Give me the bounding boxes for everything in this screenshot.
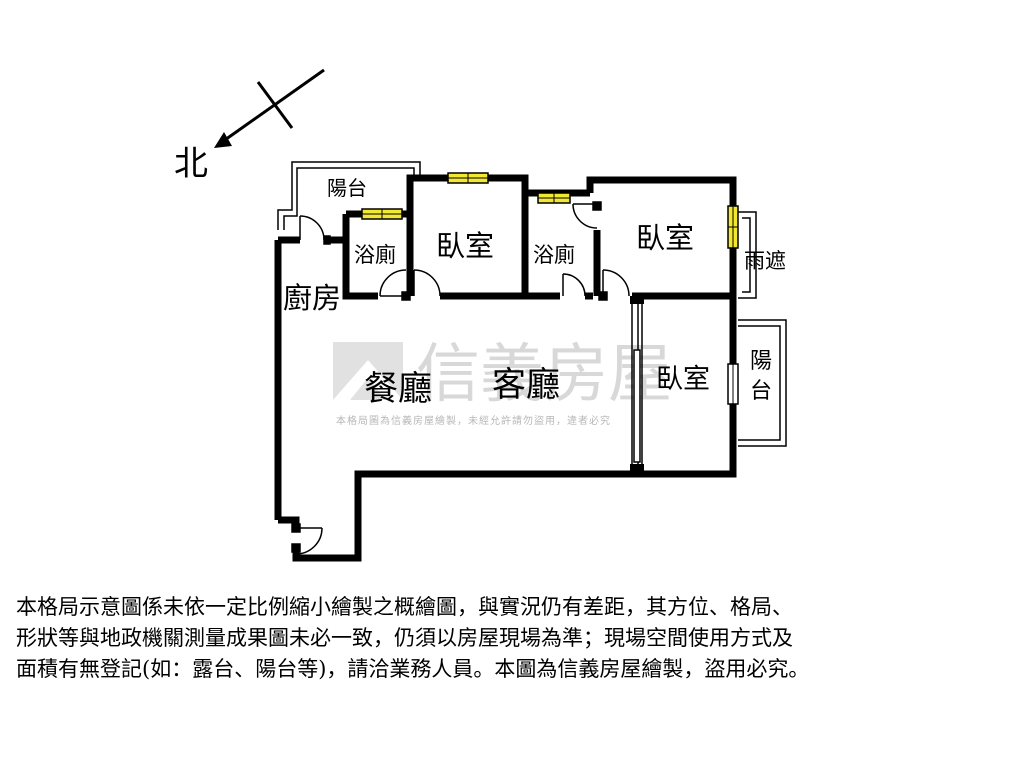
door-bath-left [379,269,411,301]
door-bath-right-inner [572,201,602,229]
window-bedroom3 [727,363,739,405]
north-arrow-head-icon [214,132,232,148]
door-kitchen-balcony [299,215,331,245]
north-label: 北 [174,144,208,184]
label-kitchen: 廚房 [283,281,341,315]
room-labels: 陽台 浴廁 臥室 浴廁 臥室 雨遮 廚房 餐廳 客廳 臥室 陽 台 [283,176,786,409]
label-living: 客廳 [492,365,560,405]
wall-outer-south-east [292,176,737,562]
label-balcony-right: 陽 台 [750,349,779,404]
brand-logo-icon [333,342,403,400]
compass-cross-icon [256,81,294,129]
label-bedroom-1: 臥室 [436,229,494,263]
label-bath-right: 浴廁 [533,243,575,267]
window-bath-left [361,208,403,220]
compass: 北 [174,68,325,184]
wall-bedroom1-east [521,193,560,300]
sliding-partition [630,296,644,474]
label-bedroom-2: 臥室 [636,221,694,255]
door-bedroom1 [413,269,441,297]
rain-shelter-outline [738,211,757,299]
label-rain-shelter: 雨遮 [744,249,786,273]
balcony-right-outline [738,319,787,447]
balcony-top-inner-outline [283,167,415,230]
windows [361,172,739,405]
walls [274,174,737,562]
door-bedroom2 [598,269,630,301]
watermark-note: 本格局圖為信義房屋繪製，未經允許請勿盜用，違者必究 [336,414,611,427]
floor-plan: 信義房屋 本格局圖為信義房屋繪製，未經允許請勿盜用，違者必究 北 [174,68,787,562]
window-bath-right [537,192,571,204]
balcony-right-inner-outline [738,325,781,441]
door-bath-right [562,273,593,300]
north-arrow-icon [221,68,325,144]
disclaimer-line-3: 面積有無登記(如：露台、陽台等)，請洽業務人員。本圖為信義房屋繪製，盜用必究。 [16,657,810,681]
label-bath-left: 浴廁 [354,243,396,267]
disclaimer-text: 本格局示意圖係未依一定比例縮小繪製之概繪圖，與實況仍有差距，其方位、格局、 形狀… [16,592,1016,685]
disclaimer-line-1: 本格局示意圖係未依一定比例縮小繪製之概繪圖，與實況仍有差距，其方位、格局、 [16,595,793,619]
label-balcony-top: 陽台 [327,176,367,200]
label-bedroom-3: 臥室 [656,364,710,395]
doors [291,201,630,555]
watermark-brand: 信義房屋 [416,338,672,412]
label-dining: 餐廳 [364,369,432,409]
watermark: 信義房屋 本格局圖為信義房屋繪製，未經允許請勿盜用，違者必究 [333,338,672,427]
rain-shelter-inner-outline [742,217,751,293]
window-bedroom2 [727,205,739,249]
disclaimer-line-2: 形狀等與地政機關測量成果圖未必一致，仍須以房屋現場為準；現場空間使用方式及 [16,626,793,650]
door-entrance [291,523,323,555]
thin-outlines [277,161,787,447]
window-bedroom1 [447,172,489,184]
